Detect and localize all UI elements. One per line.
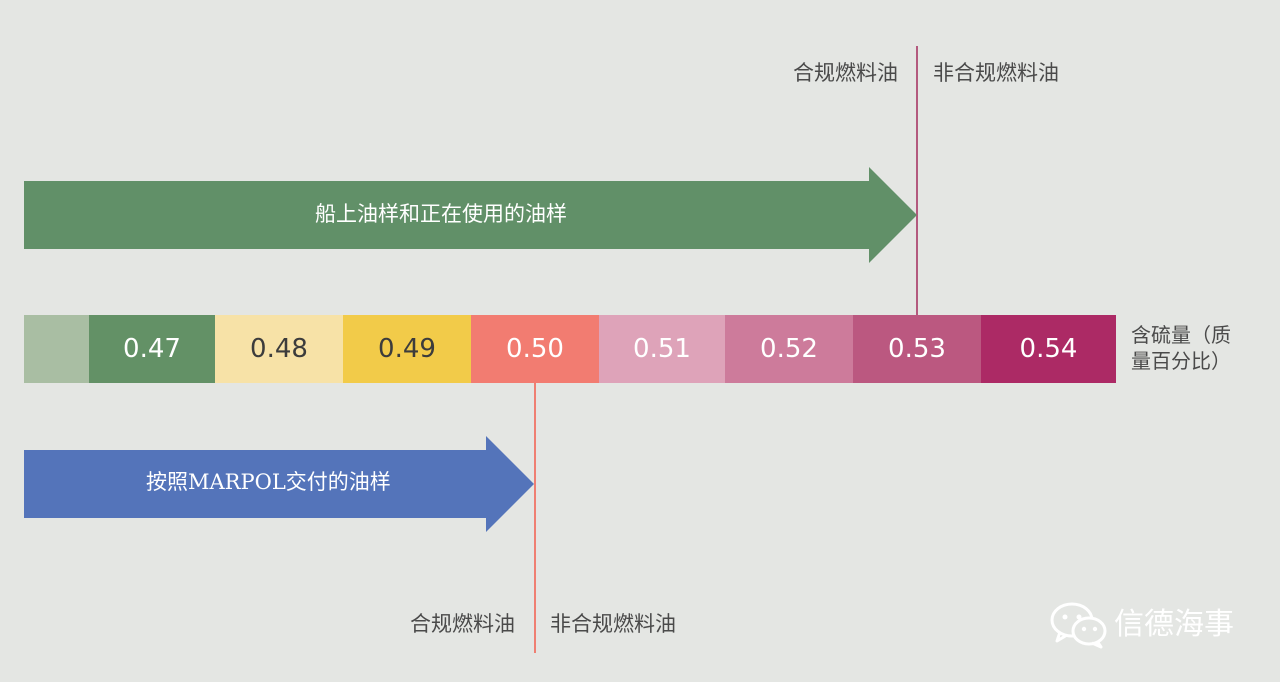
scale-segment-0-48: 0.48 xyxy=(215,315,343,383)
delivered-arrow-shape xyxy=(24,436,534,532)
sulfur-unit-label: 含硫量（质 量百分比） xyxy=(1131,322,1231,374)
bottom-threshold-line xyxy=(534,383,536,653)
top-noncompliant-label: 非合规燃料油 xyxy=(933,61,1059,85)
onboard-sample-arrow xyxy=(24,167,917,263)
wechat-icon xyxy=(1050,602,1107,649)
scale-segment-0-50: 0.50 xyxy=(471,315,599,383)
scale-segment-0-51: 0.51 xyxy=(599,315,725,383)
top-threshold-line xyxy=(916,46,918,316)
unit-label-line-2: 量百分比） xyxy=(1131,349,1231,373)
bottom-compliant-label: 合规燃料油 xyxy=(410,612,515,636)
delivered-sample-arrow xyxy=(24,436,534,532)
onboard-arrow-shape xyxy=(24,167,917,263)
top-compliant-label: 合规燃料油 xyxy=(793,61,898,85)
scale-segment-blank xyxy=(24,315,89,383)
bottom-noncompliant-label: 非合规燃料油 xyxy=(550,612,676,636)
scale-segment-0-53: 0.53 xyxy=(853,315,981,383)
watermark-text: 信德海事 xyxy=(1114,607,1234,642)
scale-segment-0-54: 0.54 xyxy=(981,315,1116,383)
onboard-sample-label: 船上油样和正在使用的油样 xyxy=(315,202,567,226)
delivered-sample-label: 按照MARPOL交付的油样 xyxy=(146,470,391,494)
unit-label-line-1: 含硫量（质 xyxy=(1131,323,1231,347)
scale-segment-0-49: 0.49 xyxy=(343,315,471,383)
scale-segment-0-52: 0.52 xyxy=(725,315,853,383)
scale-segment-0-47: 0.47 xyxy=(89,315,215,383)
